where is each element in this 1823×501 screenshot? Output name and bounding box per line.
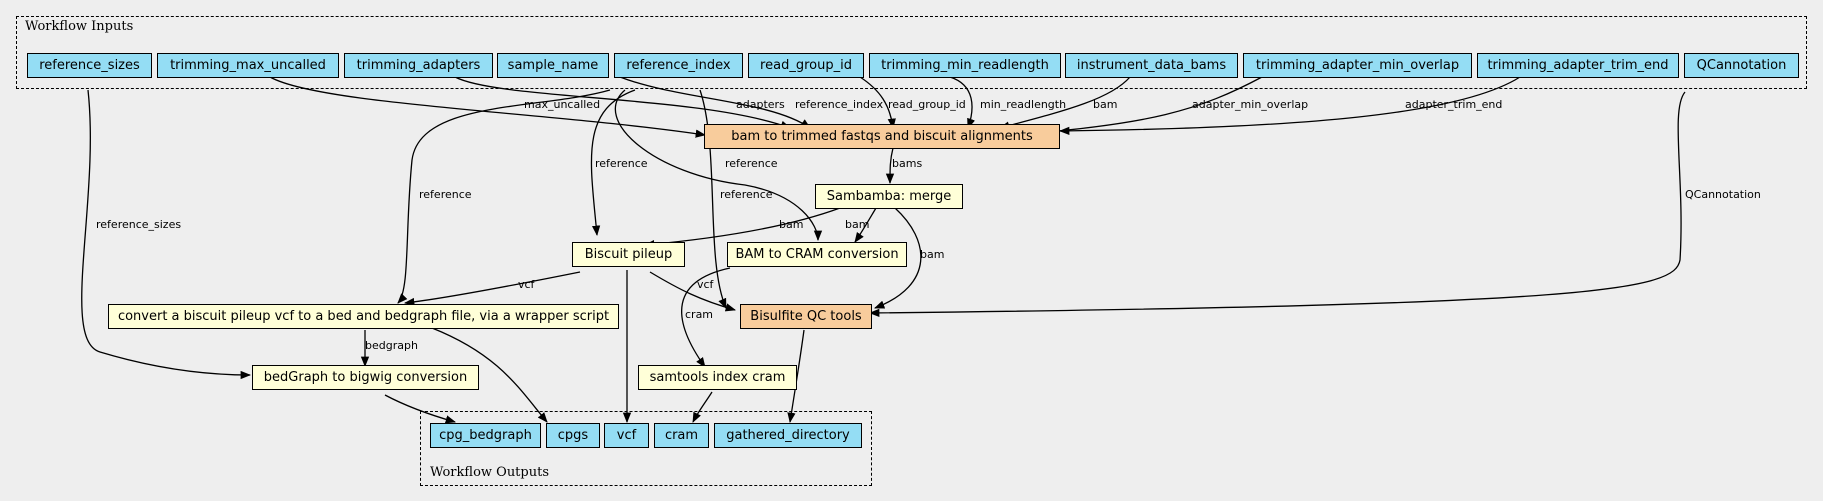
output-cpgs[interactable]: cpgs <box>546 423 600 448</box>
output-cpg-bedgraph[interactable]: cpg_bedgraph <box>430 423 541 448</box>
input-trimming-adapters[interactable]: trimming_adapters <box>344 53 493 78</box>
edge-label-reference-cram: reference <box>725 157 778 170</box>
edge-label-bams: bams <box>892 157 923 170</box>
edge-label-read-group-id: read_group_id <box>888 98 966 111</box>
step-bisulfite-qc-tools[interactable]: Bisulfite QC tools <box>740 304 872 329</box>
edge-label-bedgraph: bedgraph <box>365 339 418 352</box>
step-bam-to-cram[interactable]: BAM to CRAM conversion <box>727 242 907 267</box>
edge-cram <box>681 267 731 368</box>
edge-bams <box>885 147 895 185</box>
edge-label-bam-cram: bam <box>845 218 870 231</box>
edge-vcf-convert <box>403 271 581 307</box>
input-sample-name[interactable]: sample_name <box>497 53 609 78</box>
workflow-outputs-cluster <box>420 411 872 486</box>
input-instrument-data-bams[interactable]: instrument_data_bams <box>1065 53 1238 78</box>
edge-to-gathered <box>787 329 805 424</box>
workflow-inputs-label: Workflow Inputs <box>25 19 134 34</box>
edge-label-bam-pileup: bam <box>779 218 804 231</box>
workflow-inputs-cluster <box>16 16 1807 89</box>
input-reference-sizes[interactable]: reference_sizes <box>27 53 152 78</box>
edge-vcf-qc <box>649 271 736 312</box>
edge-bam-instrument <box>998 76 1131 130</box>
step-bam-to-trimmed-fastqs[interactable]: bam to trimmed fastqs and biscuit alignm… <box>704 124 1060 149</box>
edge-label-reference-qc: reference <box>720 188 773 201</box>
edge-qcannotation <box>868 91 1686 318</box>
edge-label-vcf-convert: vcf <box>518 278 535 291</box>
edge-label-bam-qc: bam <box>920 248 945 261</box>
output-cram[interactable]: cram <box>654 423 709 448</box>
edge-label-max-uncalled: max_uncalled <box>524 98 601 111</box>
edge-reference-index <box>619 76 811 129</box>
edge-label-reference-sizes: reference_sizes <box>96 218 182 231</box>
edge-bam-cram <box>854 207 877 243</box>
step-biscuit-pileup[interactable]: Biscuit pileup <box>572 242 685 267</box>
step-bedgraph-to-bigwig[interactable]: bedGraph to bigwig conversion <box>252 365 479 390</box>
edge-min-readlength <box>949 76 976 129</box>
edge-label-adapter-trim-end: adapter_trim_end <box>1405 98 1503 111</box>
edge-reference-sizes <box>81 89 252 380</box>
input-trimming-adapter-trim-end[interactable]: trimming_adapter_trim_end <box>1477 53 1679 78</box>
input-reference-index[interactable]: reference_index <box>614 53 743 78</box>
edge-label-bam-instrument: bam <box>1093 98 1118 111</box>
edge-label-reference-convert: reference <box>419 188 472 201</box>
edge-label-vcf-qc: vcf <box>697 278 714 291</box>
edge-to-cram <box>692 391 713 423</box>
edge-to-cpgs <box>431 327 548 423</box>
edge-bam-pileup <box>643 207 841 249</box>
edge-label-reference-pileup: reference <box>595 157 648 170</box>
input-read-group-id[interactable]: read_group_id <box>748 53 864 78</box>
workflow-outputs-label: Workflow Outputs <box>430 465 549 480</box>
edge-label-min-readlength: min_readlength <box>980 98 1067 111</box>
input-trimming-min-readlength[interactable]: trimming_min_readlength <box>869 53 1061 78</box>
edge-adapters <box>454 76 791 129</box>
edge-to-cpg-bedgraph <box>384 394 456 424</box>
edge-max-uncalled <box>269 76 707 138</box>
edge-ref-cram <box>614 89 823 242</box>
edge-ref-qc <box>699 89 727 309</box>
edge-label-adapter-min-overlap: adapter_min_overlap <box>1192 98 1309 111</box>
edge-read-group-id <box>859 76 896 130</box>
input-trimming-adapter-min-overlap[interactable]: trimming_adapter_min_overlap <box>1243 53 1472 78</box>
edge-ref-convert <box>397 89 611 304</box>
edge-label-cram: cram <box>685 308 714 321</box>
output-vcf[interactable]: vcf <box>604 423 649 448</box>
step-sambamba-merge[interactable]: Sambamba: merge <box>815 184 963 209</box>
edge-label-reference-index: reference_index <box>795 98 884 111</box>
input-trimming-max-uncalled[interactable]: trimming_max_uncalled <box>157 53 339 78</box>
edge-label-qcannotation: QCannotation <box>1685 188 1761 201</box>
input-qcannotation[interactable]: QCannotation <box>1684 53 1799 78</box>
step-convert-pileup-vcf[interactable]: convert a biscuit pileup vcf to a bed an… <box>108 304 619 329</box>
edge-bam-qc <box>874 207 922 309</box>
edge-adapter-trim-end <box>1058 76 1521 136</box>
output-gathered-directory[interactable]: gathered_directory <box>714 423 862 448</box>
step-samtools-index-cram[interactable]: samtools index cram <box>638 365 797 390</box>
edge-label-adapters: adapters <box>736 98 785 111</box>
